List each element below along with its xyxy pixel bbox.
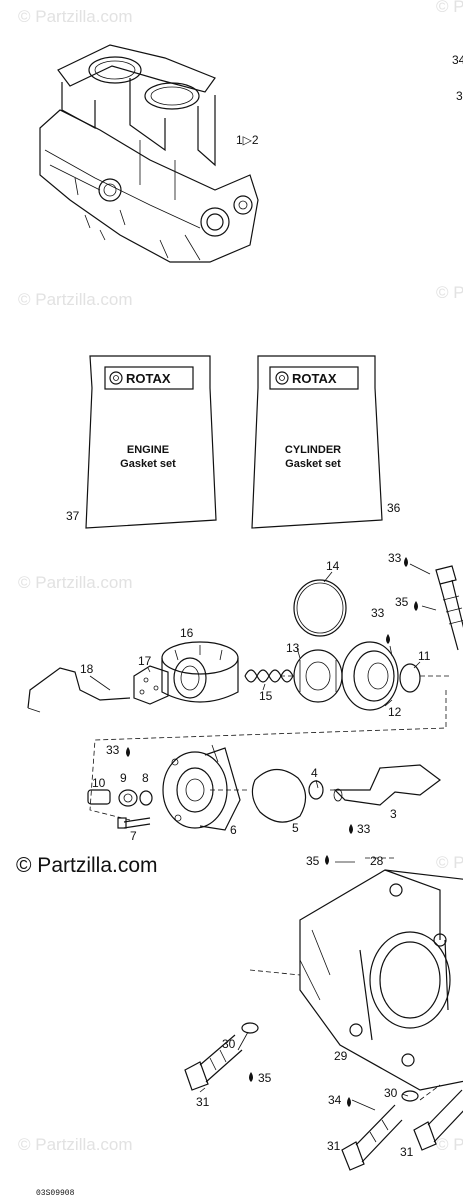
engine-gasket-set-box: ROTAX ENGINE Gasket set 37 — [66, 355, 217, 529]
valve-base-illustration — [162, 744, 241, 831]
watermark-edge: © Partzilla.com — [436, 1135, 463, 1154]
small-parts-illustration — [87, 789, 153, 829]
part-callout: 34 — [328, 1093, 342, 1107]
watermark: © Partzilla.com — [18, 7, 133, 26]
diagram-code: 03S09908 — [36, 1189, 75, 1198]
gasket-set-line1: CYLINDER — [285, 444, 341, 456]
part-callout: 28 — [370, 854, 384, 868]
edge-label: 34 — [452, 53, 463, 67]
gasket-set-line2: Gasket set — [120, 458, 176, 470]
engine-block-illustration — [39, 44, 259, 263]
valve-housing-illustration — [341, 641, 399, 711]
watermark-edge: © Partzilla.com — [436, 0, 463, 16]
part-callout: 14 — [326, 559, 340, 573]
part-callout: 35 — [258, 1071, 272, 1085]
valve-piston-illustration — [293, 649, 343, 703]
part-callout: 33 — [106, 743, 120, 757]
edge-label: 3 — [456, 89, 463, 103]
drop-icon — [349, 824, 353, 834]
drop-icon — [249, 1072, 253, 1082]
drop-icon — [325, 855, 329, 865]
part-callout: 30 — [222, 1037, 236, 1051]
part-callout: 35 — [395, 595, 409, 609]
seal-illustration — [399, 663, 421, 693]
part-callout: 8 — [142, 771, 149, 785]
watermark: © Partzilla.com — [18, 573, 133, 592]
part-callout: 6 — [230, 823, 237, 837]
drop-icon — [414, 601, 418, 611]
cylinder-illustration — [299, 869, 463, 1091]
washer-illustration — [308, 780, 324, 800]
gasket-illustration — [251, 768, 307, 823]
part-callout: 33 — [371, 606, 385, 620]
cylinder-bolt-illustration — [413, 1089, 463, 1151]
drop-icon — [386, 634, 390, 644]
brand-label: ROTAX — [292, 371, 337, 386]
part-callout: 31 — [327, 1139, 341, 1153]
part-callout: 33 — [357, 822, 371, 836]
drop-icon — [404, 557, 408, 567]
part-callout: 35 — [306, 854, 320, 868]
part-callout: 7 — [130, 829, 137, 843]
part-callout: 15 — [259, 689, 273, 703]
watermark-edge: © Partzilla.com — [436, 283, 463, 302]
part-callout: 12 — [388, 705, 402, 719]
copyright-label: © Partzilla.com — [16, 854, 158, 877]
part-callout: 37 — [66, 509, 80, 523]
cylinder-gasket-set-box: ROTAX CYLINDER Gasket set 36 — [251, 355, 401, 529]
gasket-set-line1: ENGINE — [127, 444, 169, 456]
part-callout: 13 — [286, 641, 300, 655]
watermark-edge: © Partzilla.com — [436, 853, 463, 872]
part-callout: 31 — [400, 1145, 414, 1159]
part-callout: 4 — [311, 766, 318, 780]
engine-callout: 1▷2 — [236, 133, 259, 147]
cylinder-bolt-illustration — [341, 1090, 419, 1171]
valve-cover-illustration — [161, 641, 239, 703]
brand-label: ROTAX — [126, 371, 171, 386]
part-callout: 5 — [292, 821, 299, 835]
bolt-illustration — [435, 565, 463, 651]
spring-illustration — [244, 669, 294, 683]
part-callout: 11 — [418, 649, 431, 663]
part-callout: 10 — [92, 776, 106, 790]
part-callout: 36 — [387, 501, 401, 515]
drop-icon — [126, 747, 130, 757]
part-callout: 16 — [180, 626, 194, 640]
drop-icon — [347, 1097, 351, 1107]
part-callout: 33 — [388, 551, 402, 565]
o-ring-illustration — [293, 579, 347, 637]
cylinder-bolt-illustration — [184, 1022, 259, 1091]
watermark: © Partzilla.com — [18, 290, 133, 309]
spacer-illustration — [133, 665, 169, 705]
part-callout: 3 — [390, 807, 397, 821]
part-callout: 31 — [196, 1095, 210, 1109]
clip-illustration — [27, 667, 131, 713]
watermark: © Partzilla.com — [18, 1135, 133, 1154]
gasket-set-line2: Gasket set — [285, 458, 341, 470]
part-callout: 18 — [80, 662, 94, 676]
lever-illustration — [333, 764, 441, 806]
part-callout: 9 — [120, 771, 127, 785]
part-callout: 17 — [138, 654, 152, 668]
part-callout: 30 — [384, 1086, 398, 1100]
part-callout: 29 — [334, 1049, 348, 1063]
